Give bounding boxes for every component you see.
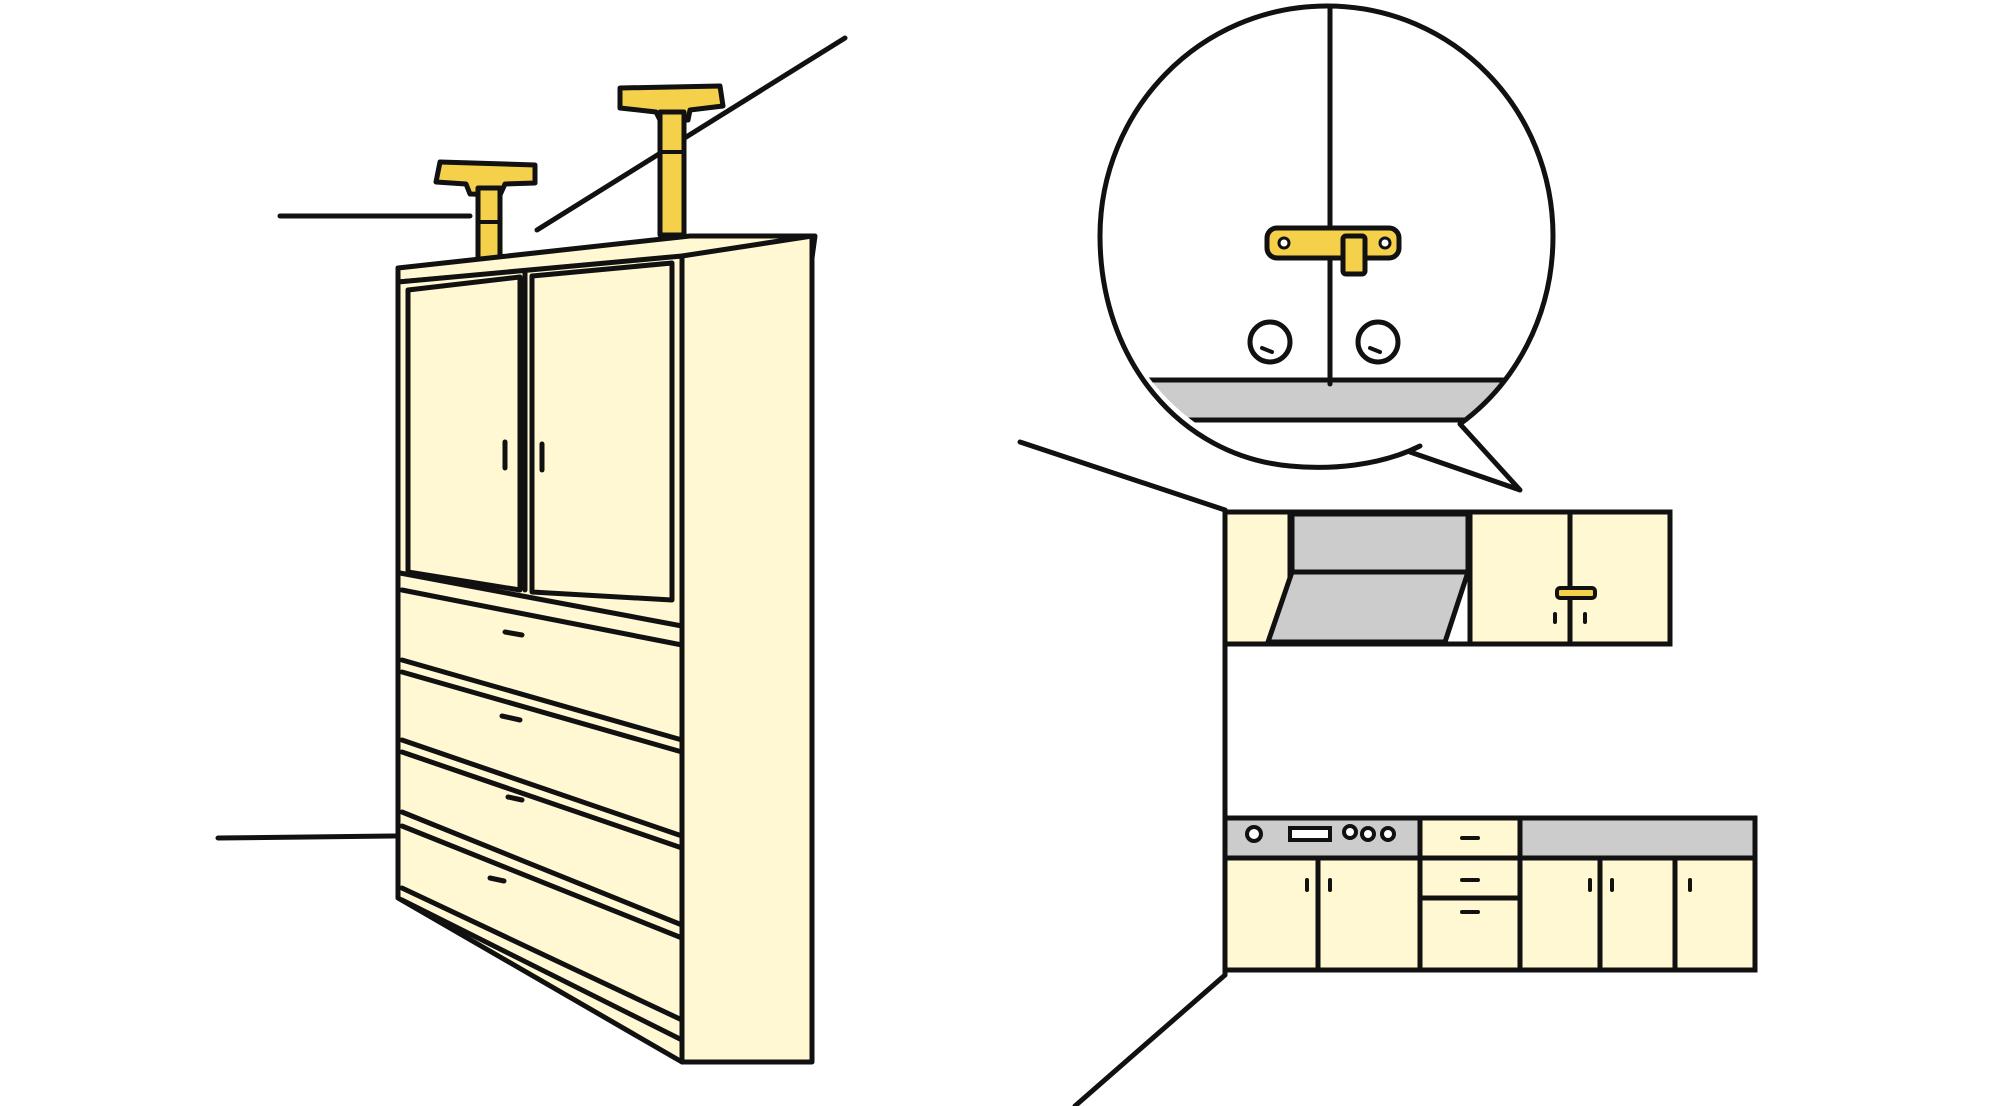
range-hood-top	[1289, 511, 1471, 575]
ceiling-corner-line	[534, 35, 848, 233]
latch-screw-icon	[1378, 236, 1392, 250]
base-line-lower	[399, 897, 685, 1043]
right-door-outline	[529, 260, 675, 603]
base-line	[399, 885, 685, 1023]
base-cabinet-body	[1222, 855, 1758, 973]
drawer-band-top	[397, 570, 685, 629]
stove-knob-icon	[1360, 826, 1376, 842]
drawer-2-bottom	[399, 737, 685, 839]
wardrobe-scene	[215, 35, 848, 1065]
drawer-2-top-edge	[399, 749, 685, 851]
drawer-band-bottom	[399, 587, 685, 648]
floor-line	[215, 833, 398, 841]
stove-knob-icon	[1342, 824, 1358, 840]
small-latch-icon	[1555, 586, 1597, 600]
bubble-outline	[1097, 3, 1556, 493]
pole-top-plate	[617, 83, 726, 123]
knob-right-shine	[1368, 346, 1382, 354]
drawer-1-top-edge	[399, 669, 685, 755]
stove-knob-icon	[1380, 826, 1396, 842]
range-hood-skirt	[1264, 569, 1472, 645]
pole-shaft	[657, 109, 687, 238]
latch-hook	[1340, 233, 1368, 277]
knob-right-icon	[1355, 319, 1401, 365]
tension-pole-right	[617, 83, 726, 238]
floor-corner-line	[1072, 972, 1228, 1106]
counter-cabinets	[1222, 815, 1758, 973]
wardrobe	[395, 233, 818, 1065]
knob-left-icon	[1247, 319, 1293, 365]
left-door-outline	[405, 274, 523, 593]
magnifier-bubble	[1097, 3, 1556, 493]
stove-display	[1288, 826, 1332, 842]
drawer-1-handle	[502, 629, 525, 638]
wardrobe-front	[395, 253, 685, 1065]
stove-knob-icon	[1245, 825, 1263, 843]
drawer-3-bottom	[399, 809, 685, 928]
drawer-4-handle	[487, 875, 507, 884]
tension-pole-left	[433, 159, 538, 263]
knob-left-shine	[1260, 346, 1274, 354]
cabinet-latch	[1264, 225, 1402, 277]
wardrobe-side	[679, 233, 815, 1065]
kitchen-scene	[1017, 3, 1758, 1106]
drawer-2-handle	[499, 713, 523, 723]
drawer-3-handle	[505, 794, 525, 803]
latch-screw-icon	[1277, 236, 1291, 250]
ceiling-line	[1017, 439, 1228, 513]
drawer-1-bottom	[399, 657, 685, 743]
wall-cabinets	[1222, 509, 1673, 647]
drawer-3-top-edge	[399, 823, 685, 941]
